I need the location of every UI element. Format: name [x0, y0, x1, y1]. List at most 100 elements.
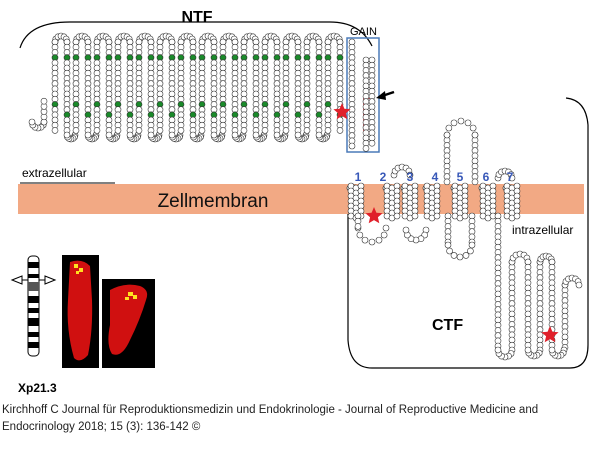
- ctf-residue-chain: [346, 117, 583, 361]
- residue: [464, 119, 472, 127]
- star-icon: [333, 103, 351, 120]
- tm-number-3: 3: [407, 170, 414, 184]
- tm-number-5: 5: [457, 170, 464, 184]
- residue: [471, 131, 479, 139]
- residue: [147, 131, 155, 139]
- residue: [324, 127, 332, 134]
- residue: [445, 124, 453, 132]
- tm-number-1: 1: [355, 170, 362, 184]
- residue: [354, 223, 362, 230]
- residue: [273, 131, 281, 139]
- residue: [303, 127, 311, 134]
- residue: [252, 131, 260, 139]
- ctf-bracket: [347, 97, 589, 369]
- chromosome-band-label: Xp21.3: [18, 381, 57, 395]
- residue: [105, 131, 113, 139]
- residue: [126, 131, 134, 139]
- residue: [524, 346, 532, 354]
- residue: [282, 127, 290, 134]
- residue: [433, 212, 441, 220]
- residue: [575, 281, 583, 289]
- residue: [461, 212, 469, 220]
- residue: [467, 247, 474, 255]
- residue: [450, 119, 458, 127]
- ntf-label: NTF: [181, 9, 212, 26]
- star-icon: [541, 326, 559, 343]
- residue: [361, 236, 369, 244]
- residue: [135, 127, 143, 134]
- residue: [406, 171, 414, 179]
- residue: [380, 231, 388, 239]
- residue: [443, 131, 451, 139]
- ntf-residue-chain: [28, 32, 376, 152]
- ctf-label: CTF: [432, 317, 463, 334]
- residue: [375, 236, 383, 244]
- residue: [468, 241, 476, 249]
- residue: [508, 174, 516, 182]
- residue: [40, 97, 48, 105]
- residue: [402, 226, 410, 234]
- residue: [444, 241, 452, 249]
- tm-number-7: 7: [507, 170, 514, 184]
- residue: [462, 252, 470, 259]
- residue: [93, 127, 101, 134]
- residue: [177, 127, 185, 134]
- residue: [114, 127, 122, 134]
- residue: [51, 127, 59, 134]
- residue: [368, 238, 376, 246]
- residue: [84, 131, 92, 139]
- residue: [450, 252, 458, 259]
- residue: [294, 131, 302, 139]
- gain-domain-box: [346, 37, 380, 153]
- ntf-bracket: [19, 21, 373, 49]
- residue: [72, 127, 80, 134]
- residue: [469, 124, 477, 132]
- residue: [348, 142, 356, 150]
- extracellular-label: extrazellular: [22, 166, 87, 180]
- residue: [513, 212, 521, 220]
- tm-number-2: 2: [380, 170, 387, 184]
- residue: [240, 127, 248, 134]
- residue: [494, 346, 502, 354]
- fish-image-2: [102, 279, 155, 368]
- residue: [443, 178, 451, 186]
- arrow-icon: [376, 90, 395, 100]
- residue: [189, 131, 197, 139]
- residue: [368, 139, 376, 147]
- caption-line-1: Kirchhoff C Journal für Reproduktionsmed…: [2, 404, 539, 416]
- fish-image-1: [62, 255, 99, 368]
- residue: [219, 127, 227, 134]
- residue: [210, 131, 218, 139]
- figure-caption: Kirchhoff C Journal für Reproduktionsmed…: [2, 402, 592, 436]
- residue: [382, 224, 390, 232]
- residue: [393, 212, 401, 220]
- residue: [457, 117, 465, 125]
- membrane-label: Zellmembran: [158, 191, 269, 212]
- residue: [471, 178, 479, 186]
- residue: [231, 131, 239, 139]
- caption-line-2: Endocrinology 2018; 15 (3): 136-142 ©: [2, 421, 201, 433]
- residue: [168, 131, 176, 139]
- tm-numbers: 1 2 3 4 5 6 7: [355, 170, 514, 184]
- residue: [336, 127, 344, 134]
- residue: [28, 118, 36, 126]
- residue: [63, 131, 71, 139]
- gain-label: GAIN: [350, 26, 377, 38]
- residue: [548, 346, 556, 354]
- intracellular-label: intrazellular: [512, 223, 573, 237]
- chromosome-ideogram-icon: [10, 255, 57, 357]
- cell-membrane: [18, 184, 584, 214]
- residue: [362, 145, 370, 152]
- residue: [356, 231, 364, 239]
- residue: [156, 127, 164, 134]
- residue: [456, 253, 464, 261]
- tm-number-6: 6: [483, 170, 490, 184]
- residue: [198, 127, 206, 134]
- tm-number-4: 4: [432, 170, 439, 184]
- residue: [411, 212, 419, 220]
- residue: [446, 247, 453, 255]
- residue: [261, 127, 269, 134]
- star-icon: [365, 207, 383, 224]
- residue: [315, 131, 323, 139]
